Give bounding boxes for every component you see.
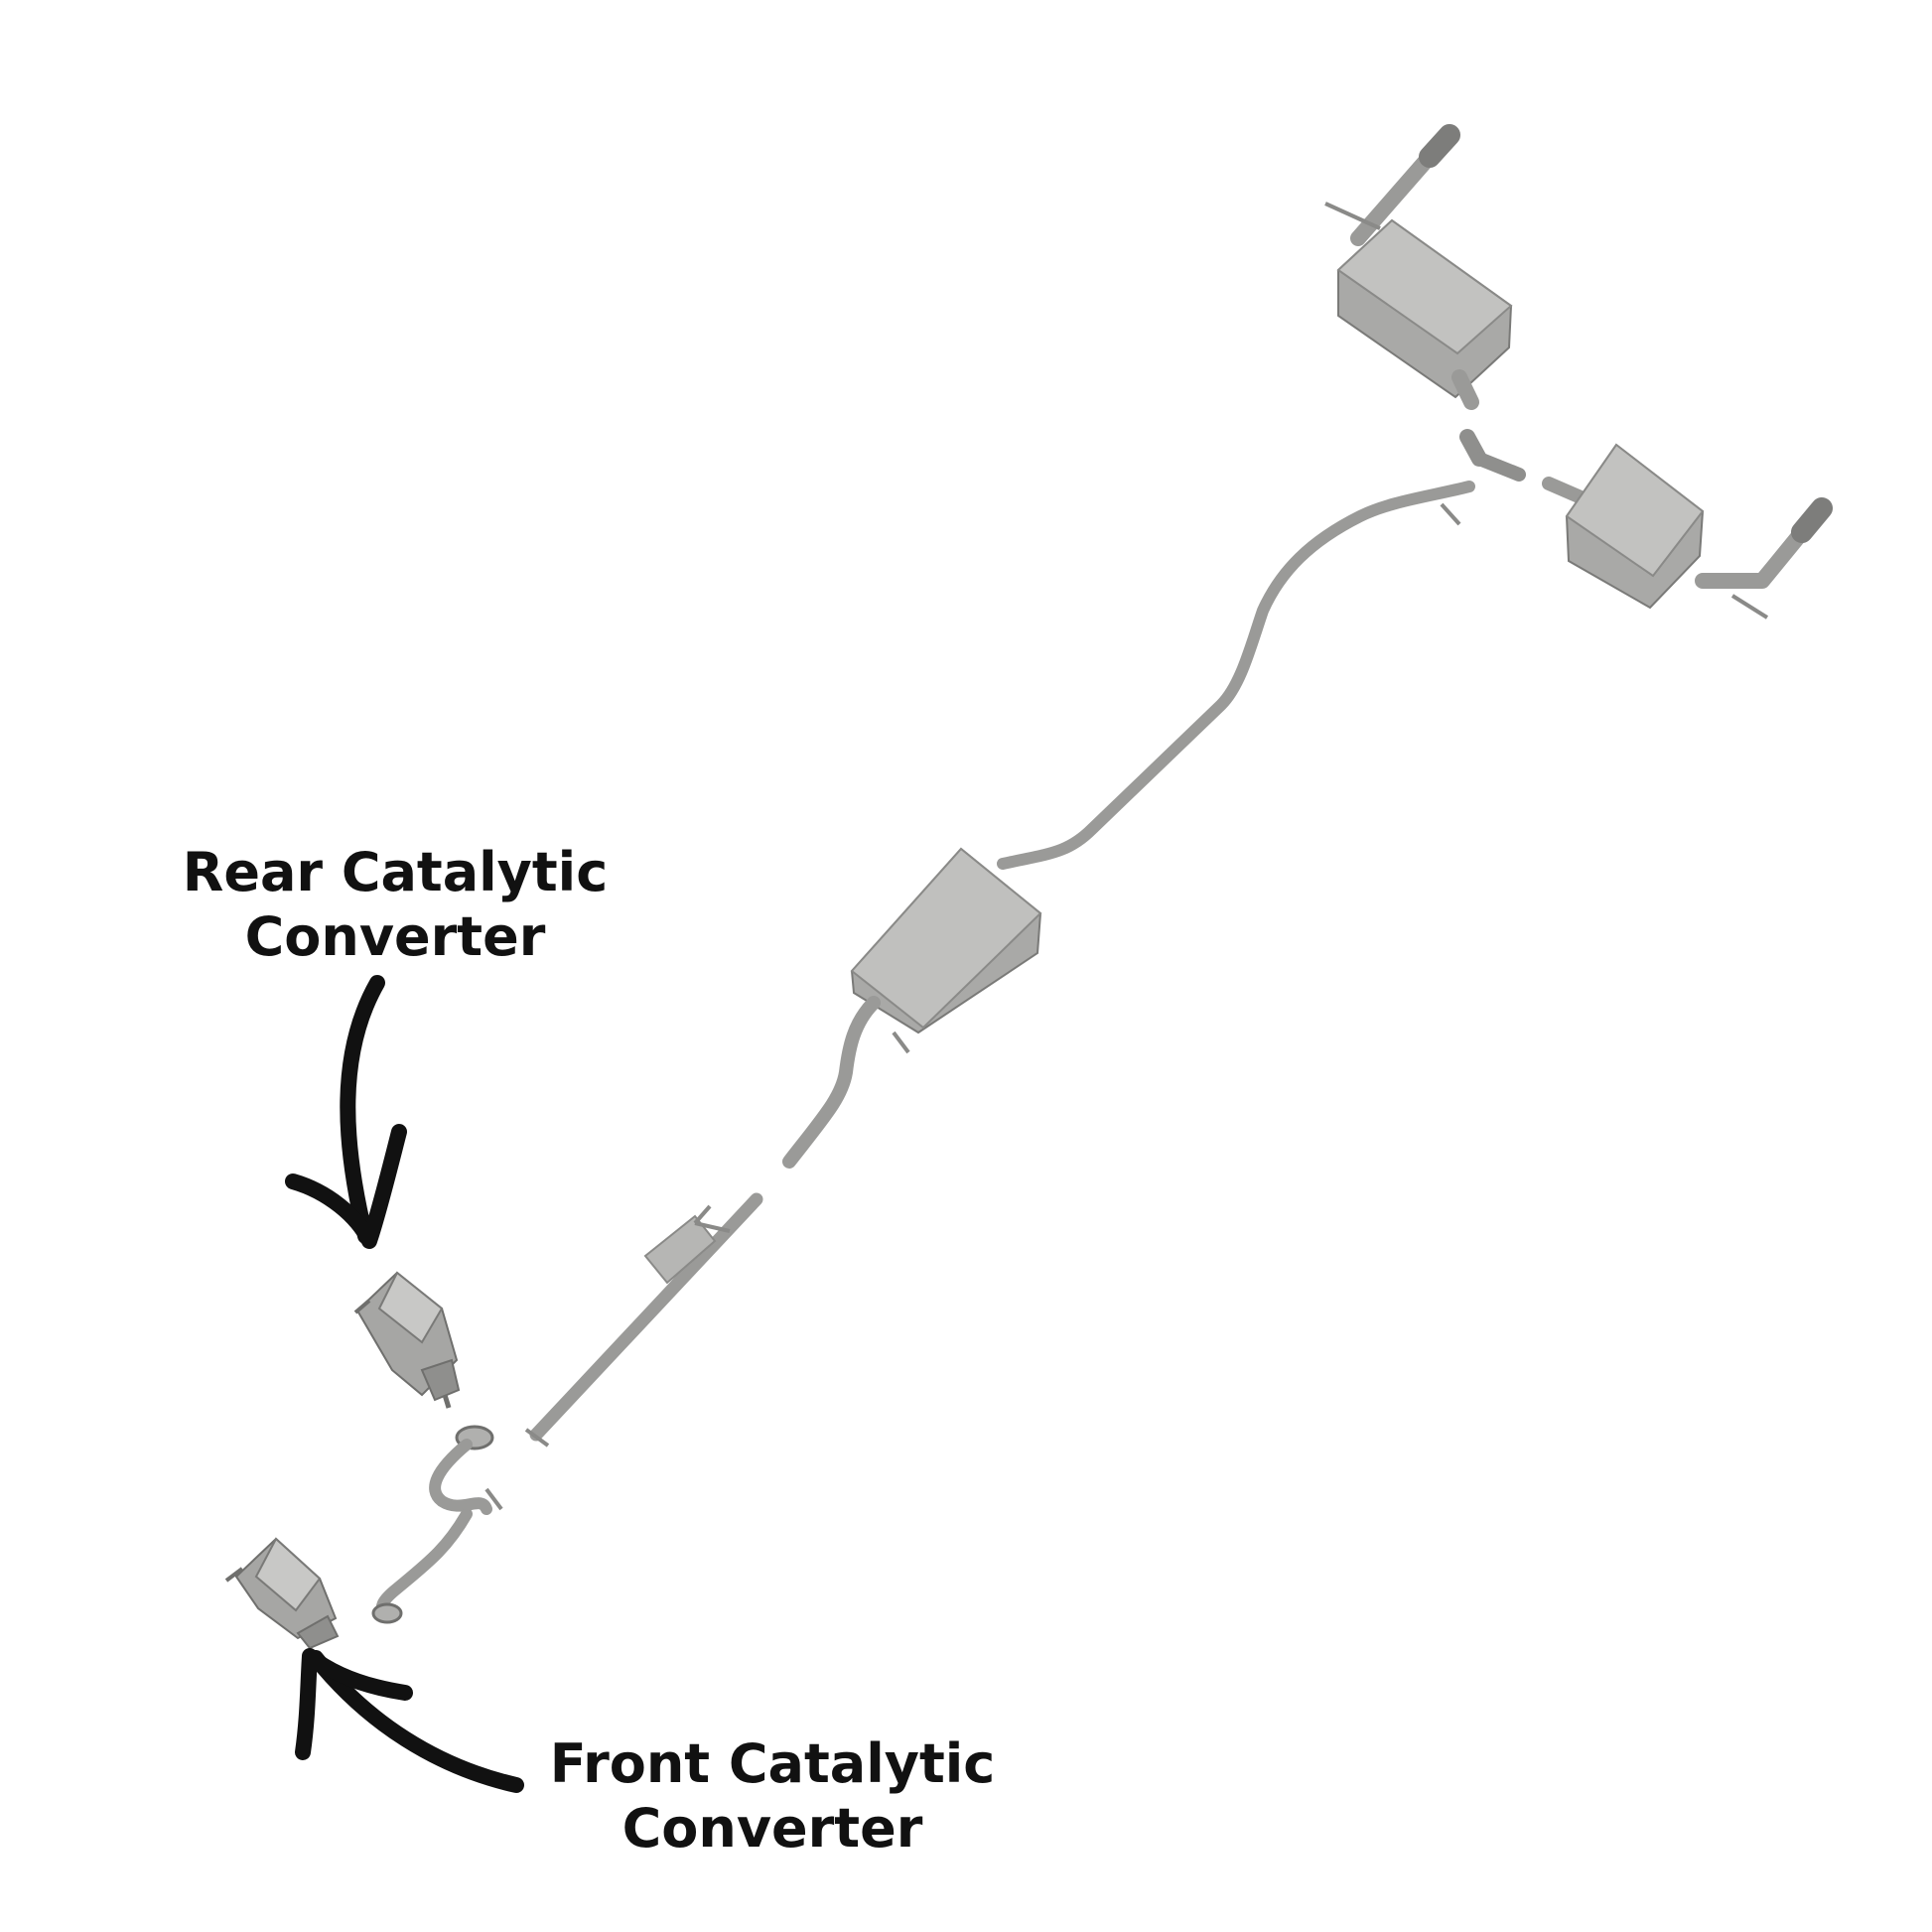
tailpipe-tip-upper (1324, 124, 1460, 246)
rear-cat-label-line1: Rear Catalytic (183, 841, 608, 903)
front-cat-arrow (308, 1650, 524, 1793)
front-cat-label-line2: Converter (622, 1797, 923, 1860)
rear-catalytic-converter (353, 1271, 461, 1409)
front-cat-arrowhead (295, 1648, 413, 1760)
rear-muffler-right (1542, 443, 1705, 610)
rear-cat-label-line2: Converter (245, 905, 546, 968)
center-muffler (850, 847, 1042, 1054)
rear-muffler-left (1336, 218, 1513, 410)
rear-cat-arrowhead (285, 1124, 407, 1249)
tailpipe-tip-right (1695, 497, 1833, 620)
front-cat-label-line1: Front Catalytic (550, 1732, 996, 1795)
intermediate-pipe (997, 481, 1475, 870)
front-catalytic-converter (224, 1537, 340, 1650)
front-pipe-flex-section (524, 1192, 763, 1448)
rear-cat-arrow (340, 975, 385, 1244)
center-muffler-inlet-pipe (782, 996, 881, 1169)
front-y-pipe (371, 1425, 503, 1624)
y-pipe-connector (1459, 429, 1526, 482)
